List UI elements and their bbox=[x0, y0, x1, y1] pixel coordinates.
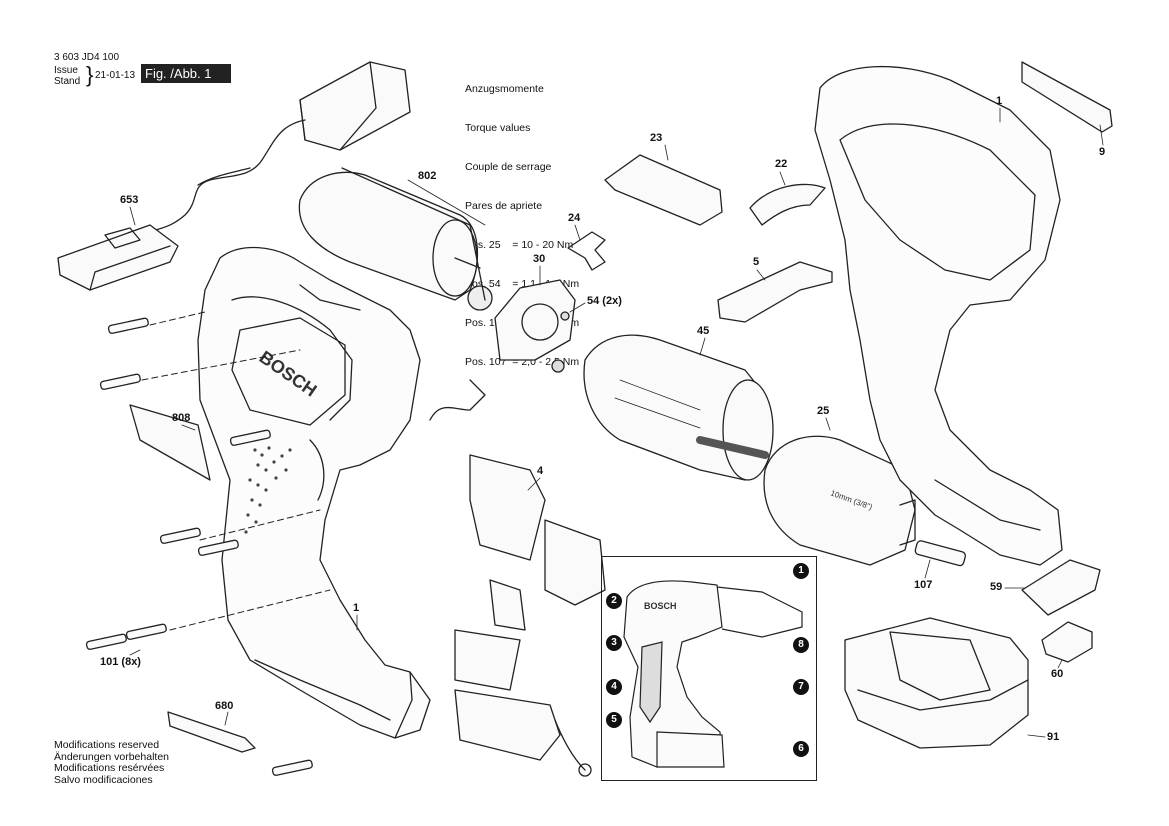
callout-4: 4 bbox=[606, 679, 622, 695]
callout-3: 3 bbox=[606, 635, 622, 651]
grip-texture bbox=[244, 446, 292, 534]
assembly-lines bbox=[141, 311, 331, 631]
modification-notes: Modifications reserved Änderungen vorbeh… bbox=[54, 739, 170, 786]
part-label-23: 23 bbox=[650, 132, 663, 144]
part-label-101: 101 (8x) bbox=[100, 656, 141, 668]
part-label-1-right: 1 bbox=[996, 95, 1003, 107]
inset-brand: BOSCH bbox=[644, 601, 677, 611]
note-en: Modifications reserved bbox=[54, 739, 160, 751]
rotation-switch bbox=[717, 261, 833, 323]
gearbox bbox=[583, 334, 774, 481]
torque-title-es: Pares de apriete bbox=[465, 200, 543, 212]
selector-slide bbox=[604, 154, 723, 226]
callout-5: 5 bbox=[606, 712, 622, 728]
part-label-25: 25 bbox=[817, 405, 830, 417]
callout-1: 1 bbox=[793, 563, 809, 579]
callout-8: 8 bbox=[793, 637, 809, 653]
chuck-key bbox=[567, 231, 606, 271]
housing-right bbox=[814, 65, 1063, 566]
stand-label: Stand bbox=[54, 76, 81, 87]
part-number: 3 603 JD4 100 bbox=[54, 52, 120, 63]
part-label-91: 91 bbox=[1047, 731, 1060, 743]
trigger-switch bbox=[429, 379, 606, 777]
callout-7: 7 bbox=[793, 679, 809, 695]
part-label-653: 653 bbox=[120, 194, 139, 206]
part-label-45: 45 bbox=[697, 325, 710, 337]
charger-adapter bbox=[57, 61, 411, 291]
housing-left: BOSCH bbox=[197, 246, 431, 739]
clip-59 bbox=[1021, 559, 1101, 616]
battery-pack bbox=[844, 617, 1029, 749]
note-de: Änderungen vorbehalten bbox=[54, 750, 170, 763]
torque-title-de: Anzugsmomente bbox=[465, 83, 544, 95]
screws-101 bbox=[85, 317, 313, 776]
part-label-22: 22 bbox=[775, 158, 788, 170]
torque-title-en: Torque values bbox=[465, 122, 531, 134]
screwdriver-bit bbox=[167, 711, 256, 753]
callout-2: 2 bbox=[606, 593, 622, 609]
torque-title-fr: Couple de serrage bbox=[465, 161, 552, 173]
part-label-5: 5 bbox=[753, 256, 760, 268]
torque-value-107: Pos. 107 = 2,0 - 2,5 Nm bbox=[465, 356, 580, 368]
part-label-1-left: 1 bbox=[353, 602, 360, 614]
part-label-9: 9 bbox=[1099, 146, 1106, 158]
pad-60 bbox=[1041, 621, 1093, 663]
part-label-680: 680 bbox=[215, 700, 234, 712]
badge-emblem bbox=[749, 183, 826, 226]
part-label-60: 60 bbox=[1051, 668, 1064, 680]
gear-plate bbox=[494, 279, 576, 373]
part-label-30: 30 bbox=[533, 253, 546, 265]
motor bbox=[298, 167, 493, 311]
part-label-24: 24 bbox=[568, 212, 581, 224]
part-label-4: 4 bbox=[537, 465, 544, 477]
part-label-59: 59 bbox=[990, 581, 1003, 593]
part-label-54: 54 (2x) bbox=[587, 295, 622, 307]
note-fr: Modifications resérvées bbox=[54, 762, 165, 774]
assembled-view-inset: BOSCH 1 2 3 4 5 6 7 8 bbox=[601, 556, 817, 781]
callout-6: 6 bbox=[793, 741, 809, 757]
note-es: Salvo modificaciones bbox=[54, 773, 153, 786]
part-label-107: 107 bbox=[914, 579, 933, 591]
leader-lines bbox=[129, 107, 1104, 738]
label-9 bbox=[1021, 61, 1113, 133]
label-808 bbox=[129, 404, 211, 481]
screw-107 bbox=[914, 540, 967, 567]
brace: } bbox=[86, 62, 94, 87]
issue-label: Issue bbox=[54, 65, 78, 76]
keyless-chuck: 10mm (3/8") bbox=[763, 435, 916, 566]
part-label-808: 808 bbox=[172, 412, 191, 424]
part-label-802: 802 bbox=[418, 170, 437, 182]
assembled-drill: BOSCH bbox=[623, 580, 803, 768]
issue-date: 21-01-13 bbox=[95, 70, 136, 81]
figure-label: Fig. /Abb. 1 bbox=[141, 64, 231, 83]
